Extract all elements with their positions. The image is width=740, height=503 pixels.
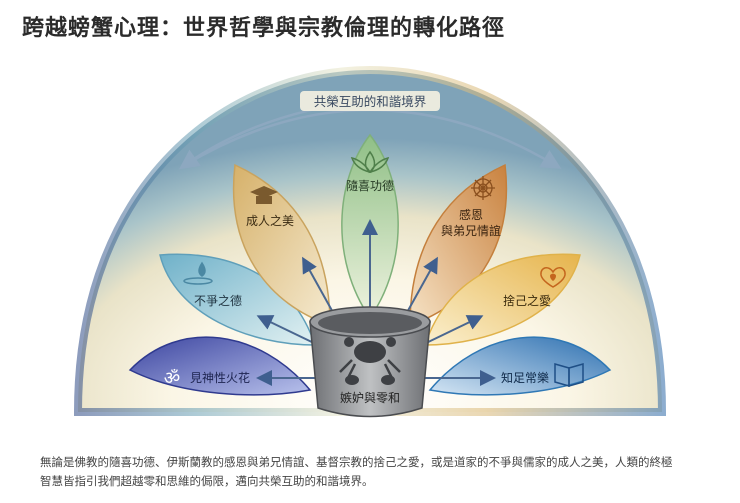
caption: 無論是佛教的隨喜功德、伊斯蘭教的感恩與弟兄情誼、基督宗教的捨己之愛，或是道家的不… [40,453,720,491]
label-mid-right: 捨己之愛 [503,293,551,308]
petal-upper-left [232,163,331,327]
label-top: 隨喜功德 [346,178,394,193]
center-label: 嫉妒與零和 [340,390,400,405]
label-bottom-right: 知足常樂 [501,370,549,385]
label-upper-left: 成人之美 [246,214,294,228]
mandala-icon [471,176,495,200]
lotus-icon [350,150,390,174]
page-title: 跨越螃蟹心理：世界哲學與宗教倫理的轉化路徑 [22,16,506,41]
crab-bowl [309,306,431,418]
om-icon: ॐ [164,368,180,389]
book-icon [554,363,584,387]
caption-line-2: 智慧皆指引我們超越零和思維的侷限，邁向共榮互助的和諧境界。 [40,474,374,488]
label-upper-right-1: 感恩 [459,207,483,222]
crab-icon [339,337,401,385]
label-upper-right-2: 與弟兄情誼 [441,223,501,238]
graduation-cap-icon [250,186,278,204]
petal-bottom-right [428,336,612,396]
label-bottom-left: 見神性火花 [190,370,250,385]
heart-hands-icon [540,267,566,288]
arc-label: 共榮互助的和諧境界 [314,94,427,109]
label-mid-left: 不爭之德 [194,293,242,308]
caption-line-1: 無論是佛教的隨喜功德、伊斯蘭教的感恩與弟兄情誼、基督宗教的捨己之愛，或是道家的不… [40,455,673,469]
water-drop-icon [183,261,213,285]
